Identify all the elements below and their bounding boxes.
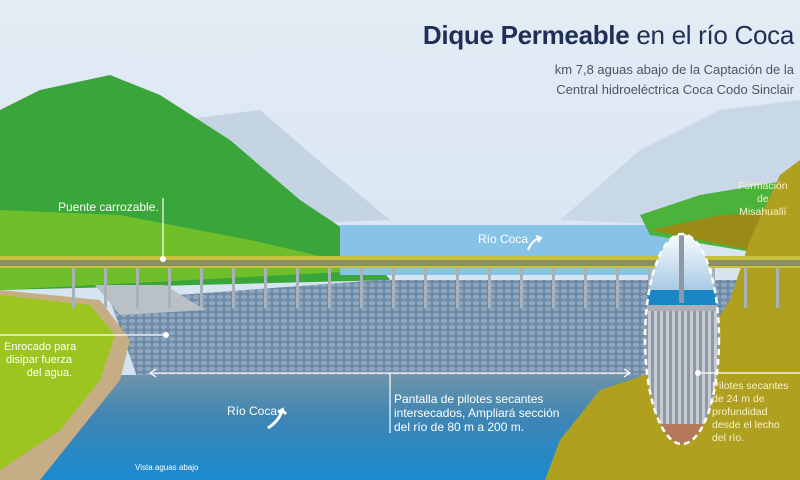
subtitle-line: km 7,8 aguas abajo de la Captación de la (554, 62, 794, 77)
callout-dot (695, 370, 701, 376)
bridge-pillar (328, 268, 331, 308)
bridge-label: Puente carrozable. (58, 200, 159, 214)
bridge-pillar (296, 268, 299, 308)
bridge-pillar (776, 268, 779, 308)
arrow-right-icon (623, 368, 632, 378)
hill (0, 210, 380, 290)
bridge-pillar (424, 268, 427, 308)
bridge-pillar (648, 268, 651, 308)
bridge-pillar (360, 268, 363, 308)
bridge-pillar (264, 268, 267, 308)
river-bottom-label: Río Coca (227, 404, 278, 418)
bridge-pillar (552, 268, 555, 308)
subtitle-line: Central hidroeléctrica Coca Codo Sinclai… (556, 82, 794, 97)
arrow-left-icon (148, 368, 157, 378)
bridge-pillar (104, 268, 107, 308)
page-title: Dique Permeable en el río Coca (422, 20, 794, 50)
bridge-pillar (488, 268, 491, 308)
bridge-pillar (168, 268, 171, 308)
river (40, 375, 640, 480)
callout-dot (163, 332, 169, 338)
right-cliff (545, 160, 800, 480)
subtitle: km 7,8 aguas abajo de la Captación de la… (555, 60, 794, 100)
left-bank-grass (0, 295, 115, 470)
bridge-pillar (232, 268, 235, 308)
flow-arrow-icon (527, 235, 543, 251)
bridge-pillar (72, 268, 75, 308)
bridge-pillar (200, 268, 203, 308)
bridge-pillar (520, 268, 523, 308)
flow-arrow-icon (267, 407, 288, 430)
bridge-pillar (744, 268, 747, 308)
bridge (0, 256, 800, 308)
bridge-pillar (616, 268, 619, 308)
river-top-label: Río Coca (478, 232, 529, 246)
bridge-pillar (584, 268, 587, 308)
callout-dot (160, 256, 166, 262)
riprap (110, 280, 780, 385)
bridge-abutment (95, 285, 205, 315)
bridge-pillar (136, 268, 139, 308)
bridge-pillar (392, 268, 395, 308)
view-note: Vista aguas abajo (135, 463, 199, 472)
bridge-pillar (456, 268, 459, 308)
pile-detail-oval (643, 232, 721, 446)
